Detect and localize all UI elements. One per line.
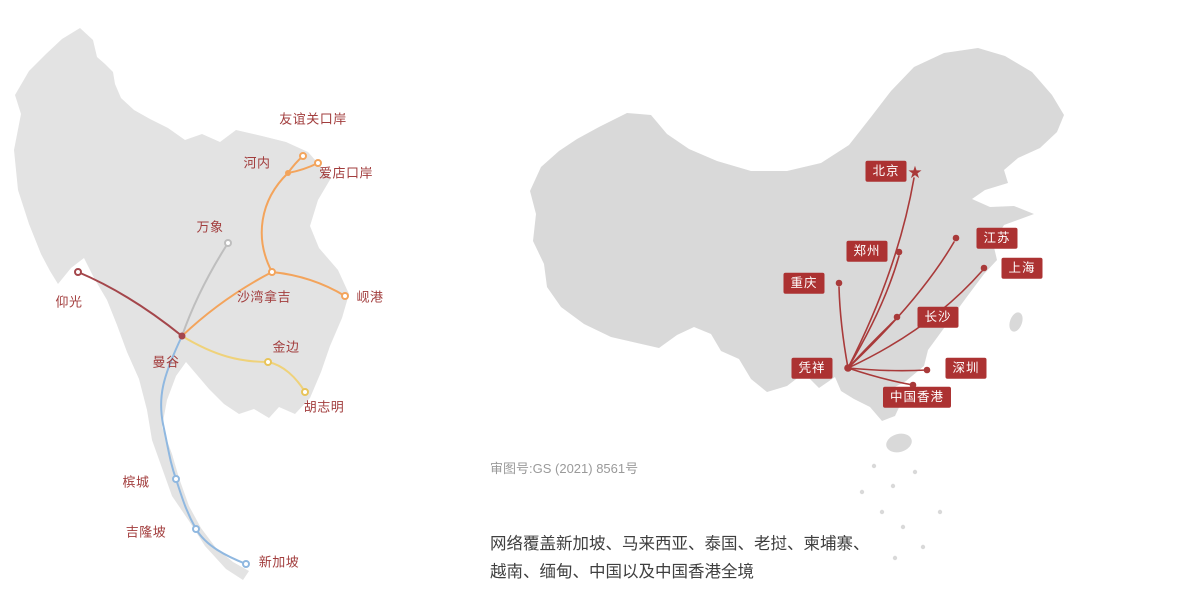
city-label-vientiane: 万象 [196,219,224,235]
city-label-kualalumpur: 吉隆坡 [125,524,167,540]
dot-zhengzhou [895,248,903,256]
city-label-shenzhen: 深圳 [945,357,987,379]
china-city-dots: ★ [835,163,988,389]
sea-city-dots [74,152,349,568]
route-pingxiang-chongqing [838,286,849,369]
city-label-singapore: 新加坡 [258,554,300,570]
city-label-beijing: 北京 [865,160,907,182]
route-pingxiang-zhengzhou [847,255,900,369]
route-bangkok-savannakhet [181,271,273,337]
china-routes [838,177,983,386]
route-savannakhet-danang [271,271,346,297]
city-label-phnompenh: 金边 [272,339,300,355]
city-label-penang: 槟城 [122,474,150,490]
city-label-aidian: 爱店口岸 [318,165,374,181]
island-dot [920,544,926,550]
dot-hongkong [909,381,917,389]
route-pingxiang-hongkong [847,367,914,386]
dot-youyiguan [299,152,307,160]
city-label-zhengzhou: 郑州 [846,240,888,262]
route-pingxiang-jiangsu [847,241,955,369]
route-yangon-bangkok [77,271,183,337]
city-label-youyiguan: 友谊关口岸 [279,111,347,127]
coverage-text-line1: 网络覆盖新加坡、马来西亚、泰国、老挝、柬埔寨、 [490,535,870,553]
southeast-asia-map-shape [14,28,349,580]
dot-danang [341,292,349,300]
dot-hochiminh [301,388,309,396]
coverage-text: 网络覆盖新加坡、马来西亚、泰国、老挝、柬埔寨、 越南、缅甸、中国以及中国香港全境 [490,530,870,586]
city-label-changsha: 长沙 [917,306,959,328]
island-dot [871,463,877,469]
dot-kualalumpur [192,525,200,533]
city-label-chongqing: 重庆 [783,272,825,294]
dot-bangkok [178,332,186,340]
island-dot [937,509,943,515]
dot-pingxiang-hub [844,364,852,372]
south-china-sea-islands [859,463,943,561]
dot-penang [172,475,180,483]
coverage-text-line2: 越南、缅甸、中国以及中国香港全境 [490,563,754,581]
island-dot [859,489,865,495]
dot-changsha [893,313,901,321]
dot-aidian [314,159,322,167]
city-label-hanoi: 河内 [243,155,271,171]
island-dot [890,483,896,489]
route-pingxiang-shenzhen [847,367,928,372]
dot-shenzhen [923,366,931,374]
route-pingxiang-changsha [847,319,896,369]
city-label-shanghai: 上海 [1001,257,1043,279]
china-map-shape [530,48,1064,421]
city-label-bangkok: 曼谷 [152,354,180,370]
beijing-star-icon: ★ [907,163,922,182]
city-label-savannakhet: 沙湾拿吉 [236,289,292,305]
taiwan-island-shape [1009,312,1023,332]
dot-shanghai [980,264,988,272]
island-dot [879,509,885,515]
dot-yangon [74,268,82,276]
city-label-pingxiang: 凭祥 [791,357,833,379]
hainan-island-shape [886,433,912,453]
route-bangkok-phnompenh [181,335,269,363]
dot-chongqing [835,279,843,287]
dot-phnompenh [264,358,272,366]
city-label-yangon: 仰光 [55,294,83,310]
dot-vientiane [224,239,232,247]
route-savannakhet-hanoi [260,172,289,273]
dot-hanoi [285,170,291,176]
city-label-hochiminh: 胡志明 [303,399,345,415]
island-dot [912,469,918,475]
china-map-group [530,48,1064,561]
island-dot [900,524,906,530]
route-pingxiang-beijing [847,177,915,369]
island-dot [892,555,898,561]
route-vientiane-bangkok [181,242,229,337]
city-label-jiangsu: 江苏 [976,227,1018,249]
map-approval-number: 审图号:GS (2021) 8561号 [490,461,639,476]
dot-savannakhet [268,268,276,276]
dot-jiangsu [952,234,960,242]
dot-singapore [242,560,250,568]
city-label-hongkong: 中国香港 [882,386,952,408]
city-label-danang: 岘港 [356,289,384,305]
